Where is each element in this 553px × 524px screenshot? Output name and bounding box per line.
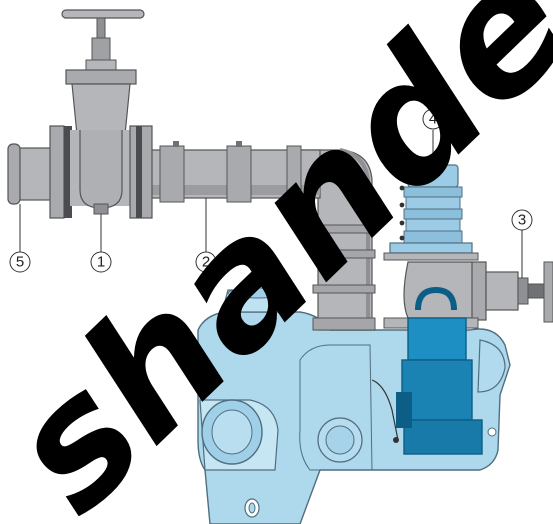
callout-label-1: 1 [97,254,105,271]
callout-1: 1 [90,251,112,273]
left-pipe-end [7,125,72,219]
riser-pipe [289,148,376,331]
callout-2: 2 [195,251,217,273]
gate-valve-icon [61,9,153,219]
ball-valve-icon [383,164,479,261]
callout-label-3: 3 [518,212,526,229]
callout-3: 3 [511,209,533,231]
callout-5: 5 [9,251,31,273]
callout-label-2: 2 [202,254,210,271]
callout-label-4: 4 [429,111,437,128]
callout-4: 4 [422,108,444,130]
submersible-pump [371,286,483,455]
horizontal-pipe [149,141,321,203]
callout-label-5: 5 [16,254,24,271]
